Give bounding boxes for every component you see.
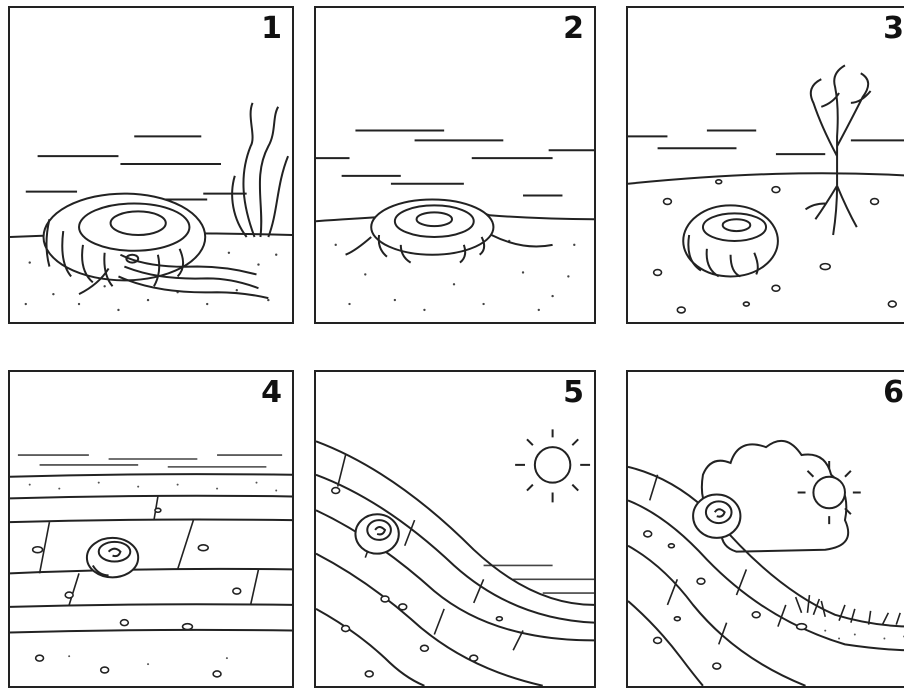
panel-4-fossil-in-rock-layers: 4 [8, 370, 294, 688]
fossil-exposed-illustration [628, 372, 904, 686]
panel-number: 1 [261, 14, 282, 44]
ammonite-shell [44, 194, 206, 287]
panel-2-shell-on-seafloor: 2 [314, 6, 596, 324]
ammonite-fossil [693, 494, 740, 537]
living-ammonite-illustration [10, 8, 292, 322]
pebbles [644, 531, 807, 669]
fossil-in-layers-illustration [10, 372, 292, 686]
panel-number: 2 [563, 14, 584, 44]
sediment-surface-line [628, 173, 904, 184]
grass [796, 595, 901, 625]
panel-5-layers-uplifted: 5 [314, 370, 596, 688]
layers-uplifted-illustration [316, 372, 594, 686]
sand-stipple [29, 482, 277, 665]
seaweed [232, 103, 288, 237]
pebbles [332, 488, 503, 677]
panel-number: 4 [261, 378, 282, 408]
ammonite-shell [371, 200, 493, 263]
rock-cracks [338, 455, 523, 650]
ammonite-fossil [87, 538, 138, 577]
sand-stipple [824, 630, 904, 640]
rock-layer-lines [10, 474, 292, 632]
seaweed [806, 65, 871, 235]
ammonite-fossil [355, 514, 398, 553]
pebbles [33, 508, 241, 677]
ammonite-shell [683, 205, 778, 276]
water-lines [316, 130, 594, 195]
panel-number: 5 [563, 378, 584, 408]
panel-6-fossil-exposed: 6 [626, 370, 904, 688]
panel-1-living-ammonite: 1 [8, 6, 294, 324]
rock-cracks [40, 496, 259, 604]
water-lines [26, 136, 247, 199]
panel-number: 6 [883, 378, 904, 408]
sun-icon [515, 429, 590, 502]
panel-number: 3 [883, 14, 904, 44]
panel-3-shell-buried: 3 [626, 6, 904, 324]
water-lines [628, 130, 904, 154]
water-lines [18, 455, 282, 467]
shell-buried-illustration [628, 8, 904, 322]
tilted-rock-layers [316, 441, 594, 685]
shell-on-seafloor-illustration [316, 8, 594, 322]
water-lines [484, 565, 594, 593]
